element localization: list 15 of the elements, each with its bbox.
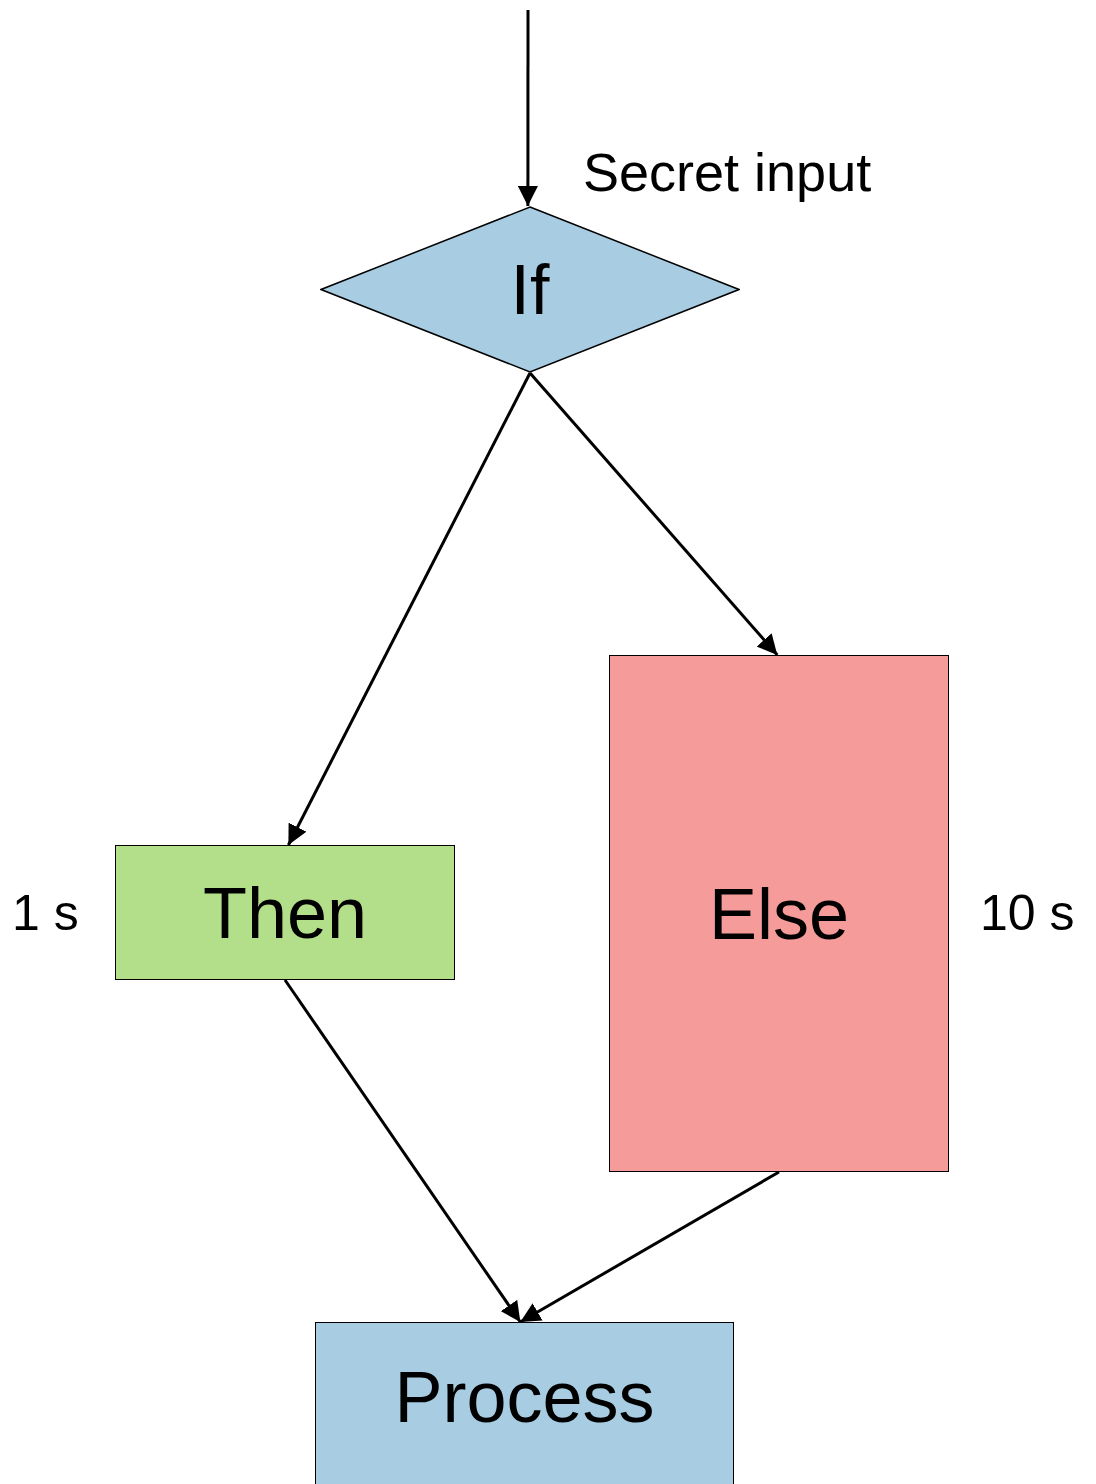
arrow [283,979,522,1323]
arrow [519,1170,780,1324]
duration-label: 10 s [980,888,1075,938]
process-box [609,655,949,1172]
arrow [517,10,538,206]
node-label: Else [708,877,850,950]
duration-label: 1 s [12,888,79,938]
arrow [528,372,779,656]
node-label: Then [202,876,368,949]
arrow [287,372,532,846]
node-label: Process [394,1361,655,1433]
node-label: If [510,254,550,325]
process-box [315,1322,734,1484]
process-box [115,845,455,980]
decision-diamond [320,206,740,373]
